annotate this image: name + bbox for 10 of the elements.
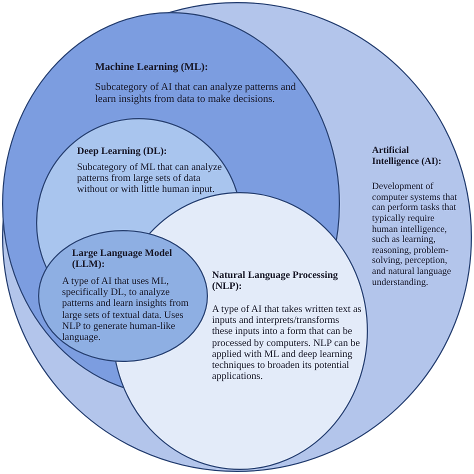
category-heading: Natural Language Processing (NLP): <box>212 270 339 292</box>
category-description: Development of computer systems that can perform tasks that typically require human intelligence, such as learning, reasoning, problem-solving, perception, and natural language understanding. <box>372 182 458 288</box>
category-heading: Large Language Model (LLM): <box>72 248 173 270</box>
category-description: A type of AI that uses ML, specifically DL, to analyze patterns and learn insights from large sets of textual data. Uses NLP to generate human-like language. <box>62 276 190 344</box>
category-heading: Artificial Intelligence (AI): <box>372 146 442 168</box>
category-description: A type of AI that takes written text as inputs and interprets/transforms these inputs into a form that can be processed by computers. NLP can be applied with ML and deep learning techniques to broaden its potential applications. <box>212 304 362 382</box>
category-heading: Deep Learning (DL): <box>77 146 168 158</box>
category-description: Subcategory of AI that can analyze patterns and learn insights from data to make decisions. <box>95 82 297 106</box>
category-description: Subcategory of ML that can analyze patterns from large sets of data without or with little human input. <box>77 162 222 196</box>
category-heading: Machine Learning (ML): <box>95 62 210 74</box>
